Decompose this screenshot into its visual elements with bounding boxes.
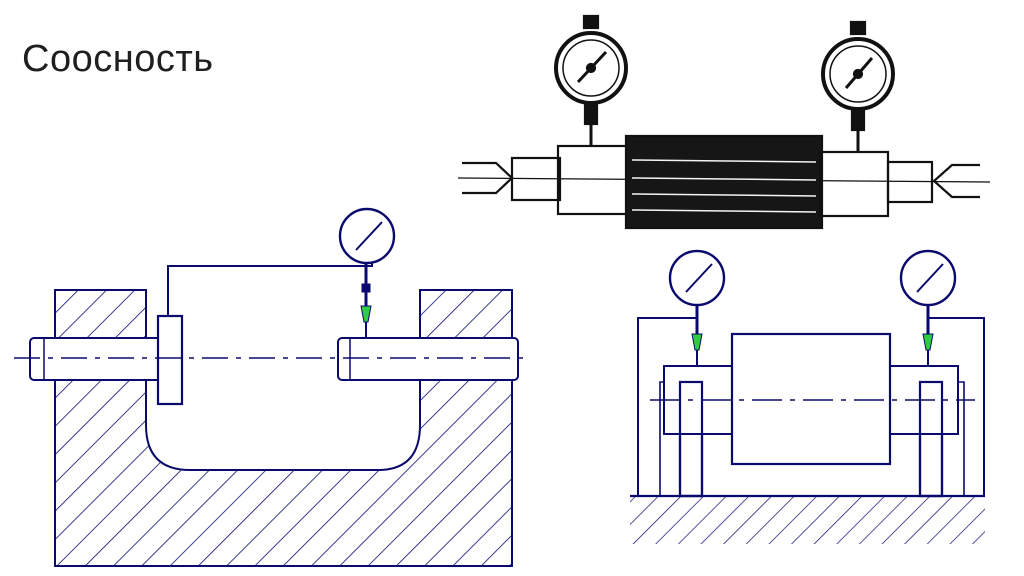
left-indicator-stand	[637, 317, 698, 496]
indicator-tip	[922, 333, 934, 351]
v-support-figure	[630, 249, 985, 544]
mandrel-collar	[156, 314, 184, 406]
bore-alignment-figure	[14, 207, 530, 567]
right-shoulder	[818, 150, 890, 218]
dial-indicator-icon	[668, 249, 726, 366]
shaft-main-body	[730, 332, 892, 466]
shaft-main-body	[624, 134, 824, 230]
dial-indicator-icon	[899, 249, 957, 366]
indicator-tip	[360, 305, 372, 323]
housing-section	[54, 289, 513, 567]
shaft-on-centers-figure	[457, 14, 991, 230]
indicator-arm	[167, 258, 373, 316]
left-mandrel	[29, 337, 163, 381]
dial-indicator-icon	[338, 207, 396, 338]
left-shoulder	[556, 144, 630, 216]
dial-indicator-icon	[554, 14, 628, 146]
base-ground-hatch	[630, 496, 985, 544]
dial-indicator-icon	[821, 20, 895, 152]
indicator-tip	[691, 333, 703, 351]
slide-title: Соосность	[22, 38, 214, 80]
right-center-point	[932, 163, 980, 199]
right-journal	[886, 160, 934, 204]
left-journal	[510, 156, 562, 202]
body-highlight-lines	[631, 159, 817, 213]
right-mandrel	[337, 337, 519, 381]
right-indicator-stand	[928, 317, 985, 496]
